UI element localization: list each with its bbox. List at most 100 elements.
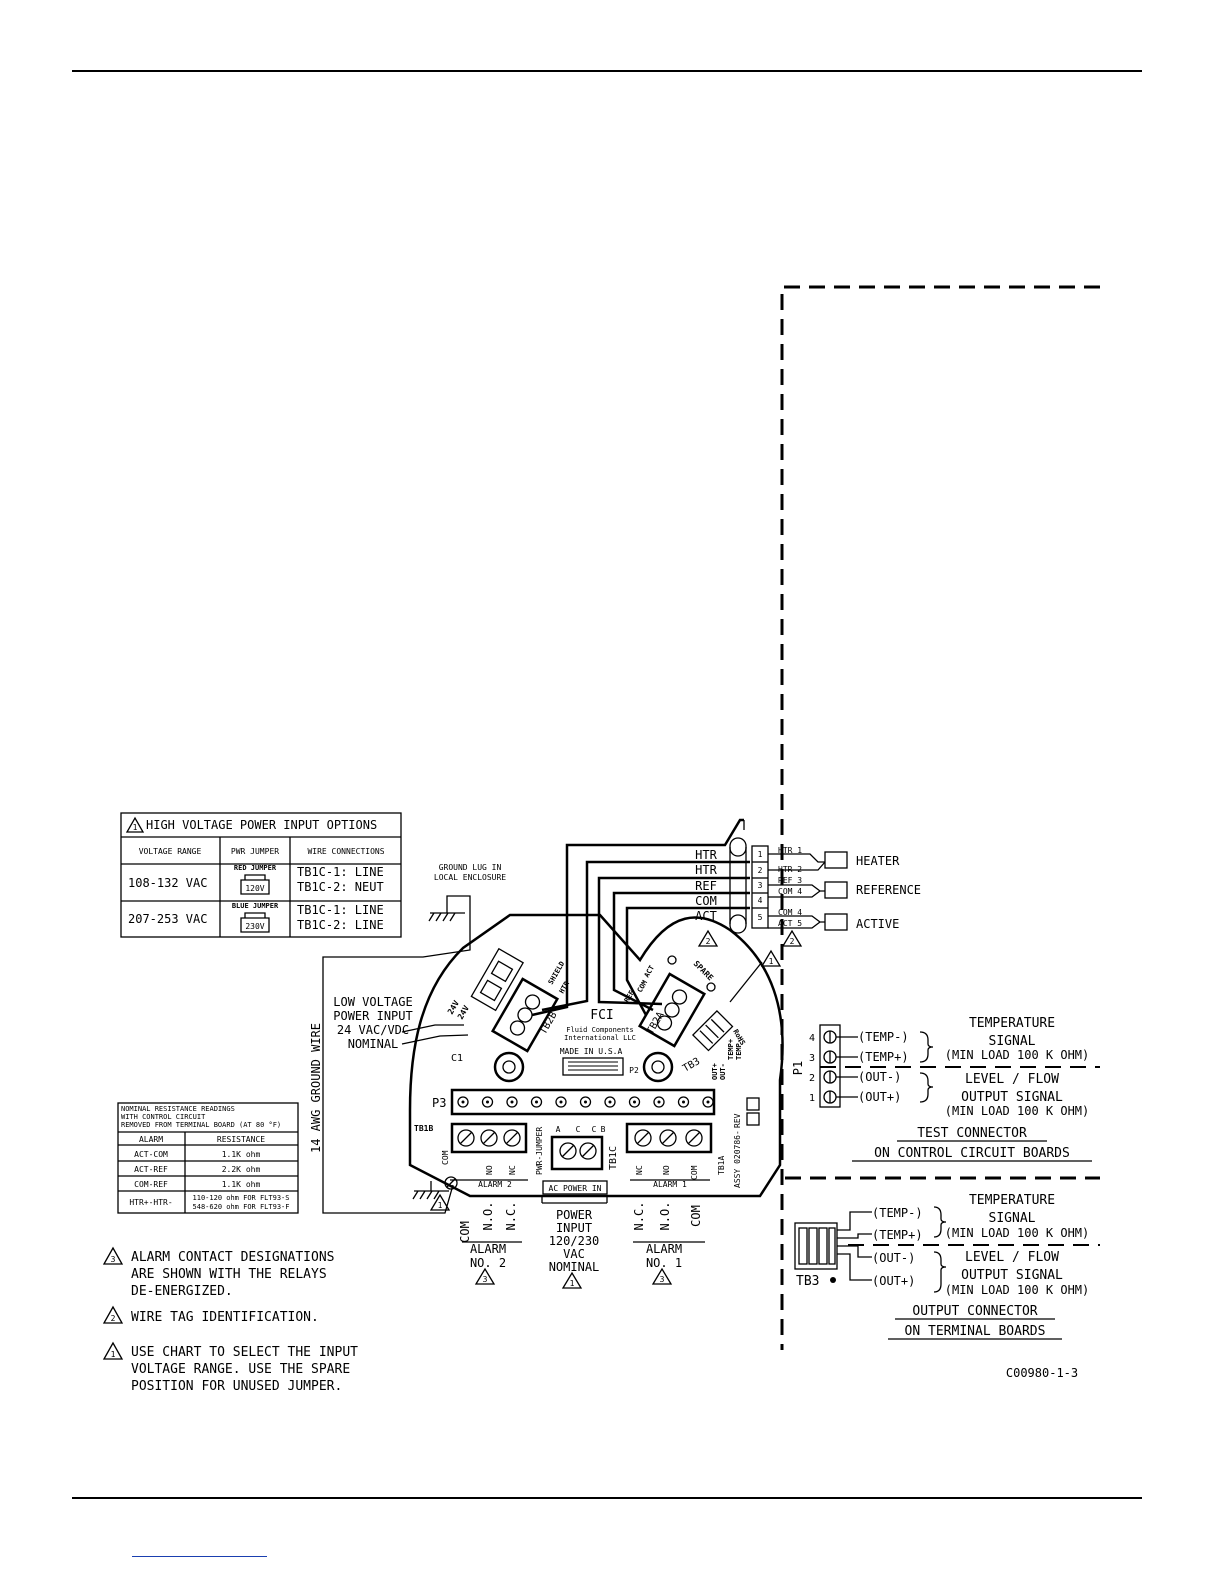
svg-text:REMOVED FROM TERMINAL BOARD (A: REMOVED FROM TERMINAL BOARD (AT 80 °F) (121, 1121, 281, 1129)
svg-text:ALARM: ALARM (470, 1242, 506, 1256)
svg-text:DE-ENERGIZED.: DE-ENERGIZED. (131, 1284, 233, 1299)
svg-text:COM: COM (636, 979, 649, 994)
svg-text:HTR: HTR (695, 863, 717, 877)
drawing-number: C00980-1-3 (1006, 1366, 1078, 1380)
svg-text:NC: NC (508, 1165, 517, 1175)
svg-text:TB1C-2: NEUT: TB1C-2: NEUT (297, 880, 384, 894)
svg-text:ON CONTROL CIRCUIT BOARDS: ON CONTROL CIRCUIT BOARDS (874, 1146, 1070, 1161)
svg-text:ACT: ACT (643, 964, 656, 979)
p3-screw (702, 1096, 714, 1108)
hv-table-title: HIGH VOLTAGE POWER INPUT OPTIONS (146, 818, 377, 832)
svg-text:OUT-: OUT- (719, 1063, 727, 1080)
svg-text:3: 3 (483, 1275, 488, 1284)
svg-text:REV: REV (733, 1113, 742, 1128)
caution-triangle-icon (781, 929, 803, 947)
svg-text:ALARM 2: ALARM 2 (478, 1180, 512, 1189)
red-jumper-icon (240, 874, 270, 895)
svg-text:TB1C: TB1C (608, 1146, 619, 1170)
svg-text:5: 5 (758, 913, 763, 922)
svg-text:3: 3 (111, 1255, 116, 1264)
svg-text:NOMINAL: NOMINAL (549, 1260, 600, 1274)
svg-text:PWR-JUMPER: PWR-JUMPER (535, 1127, 544, 1175)
svg-text:TB1A: TB1A (717, 1156, 726, 1175)
svg-text:108-132 VAC: 108-132 VAC (128, 876, 207, 890)
svg-text:1.1K ohm: 1.1K ohm (222, 1150, 261, 1159)
svg-text:4: 4 (758, 896, 763, 905)
svg-text:COM: COM (441, 1150, 450, 1165)
svg-text:HTR 2: HTR 2 (778, 865, 802, 874)
svg-text:(MIN LOAD 100 K OHM): (MIN LOAD 100 K OHM) (945, 1283, 1090, 1297)
caution-triangle-icon (102, 1246, 124, 1265)
terminal-board: FCI Fluid Components International LLC M… (408, 913, 784, 1211)
svg-text:A: A (556, 1125, 561, 1134)
svg-text:N.C.: N.C. (504, 1202, 518, 1231)
ground-icon-board (412, 1181, 449, 1200)
svg-text:TB3: TB3 (681, 1056, 702, 1075)
svg-text:4: 4 (809, 1033, 815, 1044)
svg-text:110-120 ohm FOR FLT93-S: 110-120 ohm FOR FLT93-S (193, 1194, 290, 1202)
svg-text:(TEMP-): (TEMP-) (872, 1206, 923, 1220)
tb3-connector (691, 1009, 734, 1052)
svg-text:WIRE TAG IDENTIFICATION.: WIRE TAG IDENTIFICATION. (131, 1310, 319, 1325)
svg-text:C1: C1 (451, 1053, 463, 1064)
svg-text:TB1B: TB1B (414, 1124, 433, 1133)
svg-text:3: 3 (758, 881, 763, 890)
p3-screw (530, 1096, 543, 1108)
svg-text:2: 2 (790, 937, 795, 946)
svg-text:ARE SHOWN WITH THE RELAYS: ARE SHOWN WITH THE RELAYS (131, 1267, 327, 1282)
svg-text:NO. 1: NO. 1 (646, 1256, 682, 1270)
svg-text:1: 1 (758, 850, 763, 859)
svg-text:BLUE JUMPER: BLUE JUMPER (232, 902, 279, 910)
svg-text:INPUT: INPUT (556, 1221, 592, 1235)
notes: 3 ALARM CONTACT DESIGNATIONS ARE SHOWN W… (102, 1246, 358, 1394)
blue-jumper-icon (240, 912, 270, 933)
svg-text:P3: P3 (432, 1096, 446, 1110)
caution-triangle-icon (651, 1267, 673, 1285)
p3-screw (457, 1096, 469, 1108)
svg-text:LEVEL / FLOW: LEVEL / FLOW (965, 1072, 1059, 1087)
svg-text:SIGNAL: SIGNAL (989, 1211, 1036, 1226)
sensor-wiring: HTR HTR REF COM ACT 1 2 3 4 5 HTR 1 HTR … (531, 818, 921, 1017)
caution-triangle-icon (697, 929, 719, 947)
footer-rule (72, 1497, 1142, 1499)
svg-text:LOW VOLTAGE: LOW VOLTAGE (333, 995, 412, 1009)
active-label: ACTIVE (856, 917, 899, 931)
svg-text:1.1K ohm: 1.1K ohm (222, 1180, 261, 1189)
connector-detail-panel: 4 3 2 1 P1 (TEMP-) (TEMP+) (OUT-) (OUT+)… (780, 285, 1100, 1350)
svg-text:TEST CONNECTOR: TEST CONNECTOR (917, 1126, 1027, 1141)
svg-text:USE CHART TO SELECT THE INPUT: USE CHART TO SELECT THE INPUT (131, 1345, 358, 1360)
p3-screw (555, 1096, 567, 1108)
svg-text:ALARM 1: ALARM 1 (653, 1180, 687, 1189)
svg-text:P2: P2 (629, 1066, 639, 1075)
svg-text:NO. 2: NO. 2 (470, 1256, 506, 1270)
svg-text:POWER INPUT: POWER INPUT (333, 1009, 412, 1023)
svg-text:HTR: HTR (558, 979, 572, 995)
caution-triangle-icon (102, 1305, 124, 1324)
tb1c-block (550, 1135, 604, 1171)
svg-text:NO: NO (662, 1165, 671, 1175)
svg-text:230V: 230V (245, 922, 264, 931)
svg-text:COM: COM (695, 894, 717, 908)
svg-text:1: 1 (133, 823, 138, 832)
svg-text:MADE IN U.S.A: MADE IN U.S.A (560, 1047, 623, 1056)
svg-text:TB3: TB3 (796, 1274, 819, 1289)
hv-header-conn: WIRE CONNECTIONS (307, 847, 384, 856)
mount-hole-right (642, 1051, 674, 1083)
tb1b-block (450, 1122, 528, 1154)
svg-text:N.O.: N.O. (481, 1202, 495, 1231)
svg-text:ACT: ACT (695, 909, 717, 923)
header-rule (72, 70, 1142, 72)
svg-text:OUTPUT SIGNAL: OUTPUT SIGNAL (961, 1268, 1063, 1283)
caution-triangle-icon (561, 1271, 583, 1289)
svg-text:OUT+: OUT+ (711, 1063, 719, 1080)
caution-triangle-icon (102, 1341, 124, 1360)
hv-options-table: 1 HIGH VOLTAGE POWER INPUT OPTIONS VOLTA… (120, 812, 402, 938)
svg-text:(OUT+): (OUT+) (858, 1090, 901, 1104)
tb2a-connector (637, 972, 707, 1048)
p3-screw (677, 1096, 690, 1108)
svg-text:ALARM: ALARM (139, 1135, 163, 1144)
svg-text:2: 2 (111, 1314, 116, 1323)
svg-text:(MIN LOAD 100 K OHM): (MIN LOAD 100 K OHM) (945, 1104, 1090, 1118)
svg-text:207-253 VAC: 207-253 VAC (128, 912, 207, 926)
